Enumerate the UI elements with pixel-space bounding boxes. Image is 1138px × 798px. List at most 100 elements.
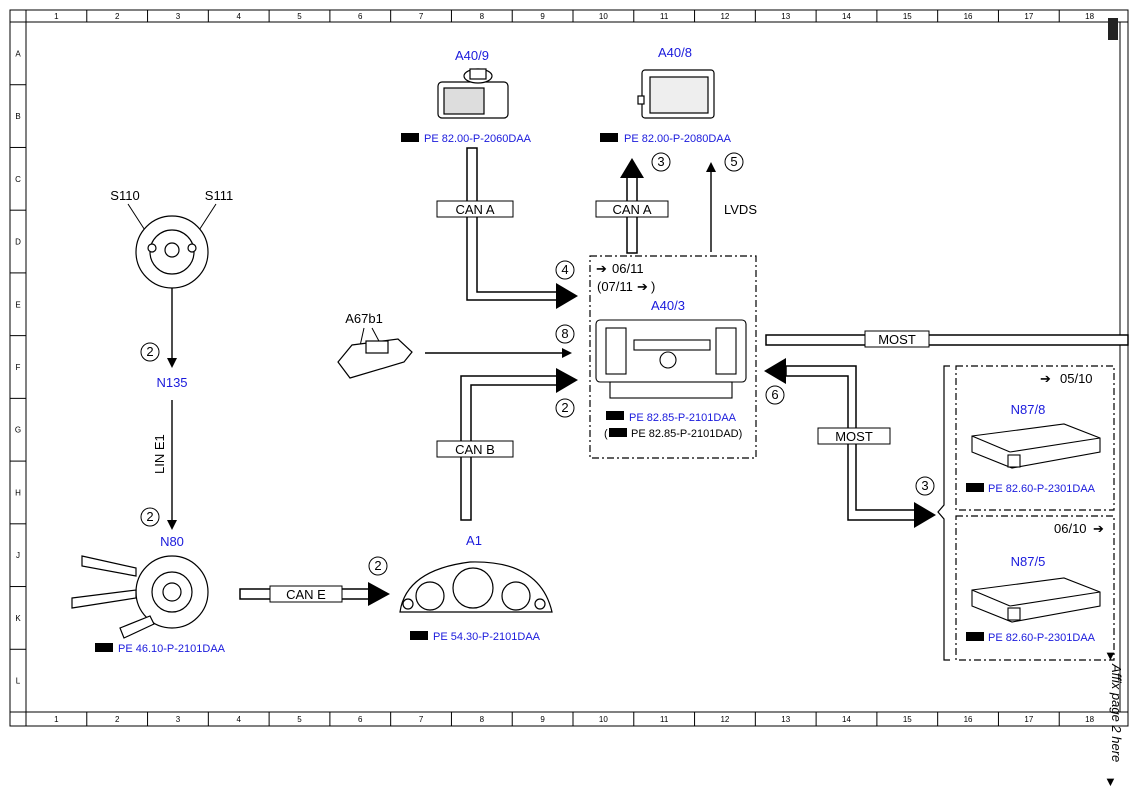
marker-3-top: 3 (651, 152, 671, 172)
marker-6: 6 (765, 385, 785, 405)
svg-text:05/10: 05/10 (1060, 371, 1093, 386)
a1-cluster-image (399, 561, 553, 613)
grid-row-label: F (16, 363, 21, 372)
grid-row-label: E (15, 300, 20, 309)
grid-column-label: 9 (540, 12, 545, 21)
grid-column-label: 2 (115, 715, 120, 724)
svg-text:2: 2 (561, 400, 568, 415)
svg-text:8: 8 (561, 326, 568, 341)
svg-text:CAN E: CAN E (286, 587, 326, 602)
grid-column-label: 18 (1085, 715, 1094, 724)
svg-text:06/11: 06/11 (612, 261, 644, 276)
frame-outer (9, 9, 1129, 727)
grid-column-label: 1 (54, 715, 59, 724)
svg-text:5: 5 (730, 154, 737, 169)
grid-column-label: 18 (1085, 12, 1094, 21)
grid-column-label: 15 (903, 715, 912, 724)
grid-column-label: 5 (297, 12, 302, 21)
grid-labels: 1122334455667788991010111112121313141415… (15, 12, 1095, 724)
svg-text:4: 4 (561, 262, 568, 277)
n87-8-module-image (971, 423, 1101, 469)
a67b1-sensor-image (337, 338, 413, 379)
grid-column-label: 11 (660, 12, 669, 21)
can-e-tag: CAN E (269, 585, 343, 603)
s111-label: S111 (205, 188, 233, 203)
grid-row-label: H (15, 488, 21, 497)
affix-arrow-icon: ▼ (1104, 774, 1117, 789)
grid-column-label: 12 (720, 715, 729, 724)
svg-text:2: 2 (374, 558, 381, 573)
a40-9-controller-image (437, 68, 509, 119)
n87-8-label: N87/8 (1011, 402, 1046, 417)
svg-text:PE 82.00-P-2060DAA: PE 82.00-P-2060DAA (424, 133, 532, 145)
svg-text:2: 2 (146, 509, 153, 524)
grid-row-label: L (16, 677, 21, 686)
most-mid-tag: MOST (817, 427, 891, 445)
grid-column-label: 12 (720, 12, 729, 21)
a1-ref: PE 54.30-P-2101DAA (410, 631, 541, 643)
svg-text:CAN B: CAN B (455, 442, 495, 457)
svg-text:PE 82.60-P-2301DAA: PE 82.60-P-2301DAA (988, 483, 1096, 495)
svg-text:PE 82.60-P-2301DAA: PE 82.60-P-2301DAA (988, 632, 1096, 644)
svg-text:3: 3 (657, 154, 664, 169)
a40-8-display-image (637, 69, 715, 119)
marker-8: 8 (555, 324, 575, 344)
marker-2-hu: 2 (555, 398, 575, 418)
grid-column-label: 16 (964, 715, 973, 724)
svg-text:MOST: MOST (878, 332, 916, 347)
svg-text:): ) (651, 279, 655, 294)
svg-text:(07/11: (07/11 (597, 279, 633, 294)
a40-9-ref: PE 82.00-P-2060DAA (401, 133, 532, 145)
grid-row-label: A (15, 49, 21, 58)
svg-text:PE 54.30-P-2101DAA: PE 54.30-P-2101DAA (433, 631, 541, 643)
grid-row-label: J (16, 551, 20, 560)
grid-column-label: 16 (964, 12, 973, 21)
grid-column-label: 11 (660, 715, 669, 724)
grid-column-label: 10 (599, 12, 608, 21)
lin-e1-label: LIN E1 (152, 434, 167, 474)
a40-3-boundary (589, 255, 757, 459)
grid-column-label: 2 (115, 12, 120, 21)
a40-3-validity: ➔ 06/11 (07/11 ➔ ) (596, 261, 655, 294)
grid-ticks (10, 10, 1060, 726)
marker-5: 5 (724, 152, 744, 172)
most-top-tag: MOST (864, 330, 930, 348)
can-a-left-tag: CAN A (436, 200, 514, 218)
svg-text:PE 82.00-P-2080DAA: PE 82.00-P-2080DAA (624, 133, 732, 145)
marker-2-n80: 2 (140, 507, 160, 527)
svg-text:PE 82.85-P-2101DAA: PE 82.85-P-2101DAA (629, 412, 737, 424)
svg-text:➔: ➔ (1040, 371, 1051, 386)
s110-label: S110 (110, 188, 139, 203)
n135-label: N135 (156, 375, 187, 390)
grid-column-label: 5 (297, 715, 302, 724)
grid-column-label: 17 (1024, 715, 1033, 724)
svg-text:CAN A: CAN A (455, 202, 494, 217)
n87-8-ref: PE 82.60-P-2301DAA (966, 483, 1096, 495)
svg-text:(: ( (604, 428, 608, 440)
affix-arrow-icon-top: ▼ (1104, 648, 1117, 663)
svg-text:➔: ➔ (637, 279, 648, 294)
grid-column-label: 6 (358, 12, 363, 21)
a40-9-label: A40/9 (455, 48, 489, 63)
can-a-left-wire (466, 147, 578, 309)
can-b-wire (460, 368, 578, 521)
a40-8-label: A40/8 (658, 45, 692, 60)
a40-8-ref: PE 82.00-P-2080DAA (600, 133, 732, 145)
svg-text:CAN A: CAN A (612, 202, 651, 217)
most-top-wire (765, 334, 1129, 346)
svg-text:➔: ➔ (596, 261, 607, 276)
svg-text:6: 6 (771, 387, 778, 402)
svg-text:PE 82.85-P-2101DAD): PE 82.85-P-2101DAD) (631, 428, 742, 440)
n87-5-validity: 06/10 ➔ (1054, 521, 1104, 536)
marker-4: 4 (555, 260, 575, 280)
grid-row-label: C (15, 175, 21, 184)
grid-row-label: B (15, 112, 20, 121)
a1-label: A1 (466, 533, 482, 548)
grid-column-label: 7 (419, 715, 424, 724)
n87-5-label: N87/5 (1011, 554, 1046, 569)
marker-2-n135: 2 (140, 342, 160, 362)
steering-wheel-image (135, 215, 209, 289)
grid-column-label: 17 (1024, 12, 1033, 21)
n87-5-module-image (971, 577, 1101, 623)
